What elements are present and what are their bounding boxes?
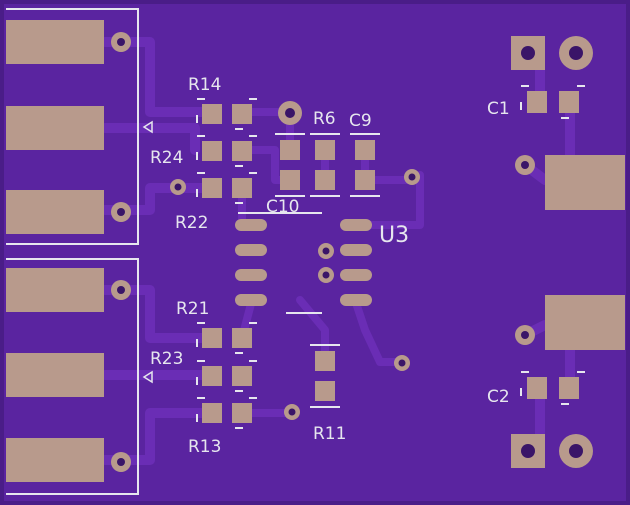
drill-hole [117, 38, 125, 46]
drill-hole [408, 173, 416, 181]
label-R14: R14 [188, 75, 221, 95]
drill-hole [569, 46, 583, 60]
smd-pad [6, 190, 104, 234]
smd-pad [232, 141, 252, 161]
silkscreen-outline [520, 371, 586, 405]
silkscreen-outline [6, 8, 139, 245]
silkscreen-outline [349, 133, 381, 197]
ic-pin [235, 244, 267, 256]
capacitor-C2 [520, 371, 586, 405]
smd-pad [527, 91, 547, 113]
smd-pad [202, 328, 222, 348]
ic-pin [340, 269, 372, 281]
smd-pad [527, 377, 547, 399]
smd-pad [559, 91, 579, 113]
pin1-marker [142, 120, 153, 134]
smd-pad [6, 438, 104, 482]
smd-pad [355, 140, 375, 160]
resistor-unlabeled-vertical [274, 133, 306, 197]
resistor-R23 [196, 360, 258, 392]
ic-pin [235, 294, 267, 306]
smd-pad [545, 155, 625, 210]
label-U3: U3 [379, 223, 409, 248]
resistor-R24 [196, 135, 258, 167]
ic-pin [235, 269, 267, 281]
drill-hole [174, 183, 182, 191]
smd-pad [232, 366, 252, 386]
pin1-marker [142, 370, 153, 384]
smd-pad [202, 141, 222, 161]
smd-pad [315, 381, 335, 401]
drill-hole [521, 331, 529, 339]
drill-hole [117, 208, 125, 216]
smd-pad [202, 178, 222, 198]
smd-pad [545, 295, 625, 350]
smd-pad [232, 104, 252, 124]
drill-hole [521, 444, 535, 458]
smd-pad [202, 366, 222, 386]
drill-hole [322, 247, 330, 255]
smd-pad [6, 106, 104, 150]
drill-hole [398, 359, 406, 367]
drill-hole [288, 408, 296, 416]
resistor-R6 [309, 133, 341, 197]
drill-hole [569, 444, 583, 458]
drill-hole [117, 458, 125, 466]
smd-pad [202, 104, 222, 124]
smd-pad [280, 170, 300, 190]
smd-pad [6, 353, 104, 397]
drill-hole [521, 161, 529, 169]
label-R6: R6 [313, 109, 336, 129]
label-R21: R21 [176, 299, 209, 319]
label-R24: R24 [150, 148, 183, 168]
smd-pad [315, 170, 335, 190]
smd-pad [232, 328, 252, 348]
drill-hole [322, 271, 330, 279]
smd-pad [232, 403, 252, 423]
label-C2: C2 [487, 387, 510, 407]
smd-pad [202, 403, 222, 423]
label-R22: R22 [175, 213, 208, 233]
silkscreen-outline [520, 85, 586, 119]
label-R13: R13 [188, 437, 221, 457]
silkscreen-outline [6, 258, 139, 495]
right-connector-pads [515, 155, 625, 350]
label-C1: C1 [487, 99, 510, 119]
drill-hole [285, 108, 295, 118]
through-hole-bottom [511, 434, 593, 468]
smd-pad [559, 377, 579, 399]
drill-hole [117, 286, 125, 294]
capacitor-C9 [349, 133, 381, 197]
smd-pad [6, 268, 104, 312]
label-R11: R11 [313, 424, 346, 444]
smd-pad [6, 20, 104, 64]
silkscreen-outline [274, 133, 306, 197]
smd-pad [355, 170, 375, 190]
resistor-R13 [196, 397, 258, 429]
connector-left-bottom [6, 258, 153, 495]
silkscreen-outline [309, 344, 341, 408]
label-C9: C9 [349, 111, 372, 131]
drill-hole [521, 46, 535, 60]
smd-pad [315, 351, 335, 371]
through-hole-top [511, 36, 593, 70]
resistor-R21 [196, 322, 258, 354]
silkscreen-outline [309, 133, 341, 197]
smd-pad [280, 140, 300, 160]
ic-pin [340, 294, 372, 306]
label-R23: R23 [150, 349, 183, 369]
ic-U3 [235, 212, 372, 314]
smd-pad [232, 178, 252, 198]
resistor-R22 [196, 172, 258, 204]
ic-pin [235, 219, 267, 231]
capacitor-C1 [520, 85, 586, 119]
smd-pad [315, 140, 335, 160]
label-C10: C10 [266, 197, 300, 217]
ic-pin [340, 219, 372, 231]
connector-left-top [6, 8, 153, 245]
ic-pin [340, 244, 372, 256]
resistor-R11 [309, 344, 341, 408]
resistor-R14 [196, 98, 258, 130]
